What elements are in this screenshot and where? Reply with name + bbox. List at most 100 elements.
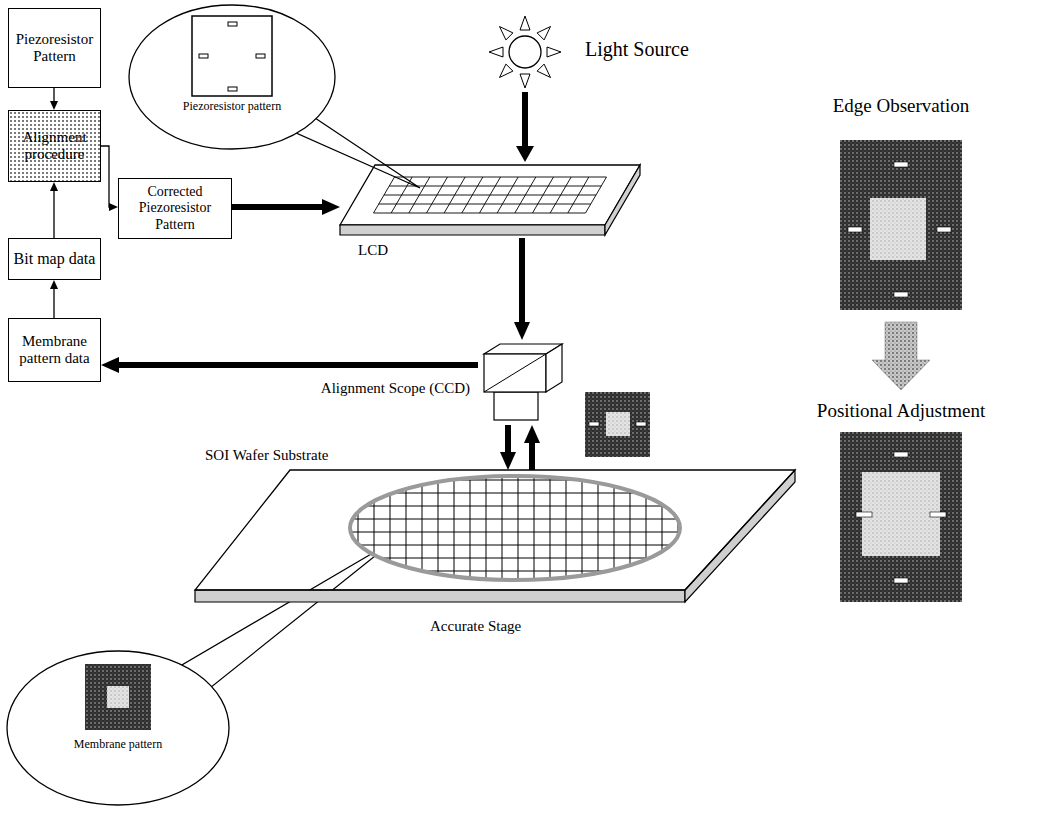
process-box: Piezoresistor Pattern bbox=[8, 8, 101, 88]
light-ray bbox=[489, 47, 503, 57]
part-label: Accurate Stage bbox=[430, 618, 521, 635]
mask-frame bbox=[192, 16, 272, 96]
die-grid-line bbox=[438, 470, 439, 590]
callout-outline bbox=[129, 5, 335, 149]
die-grid-line bbox=[454, 470, 455, 590]
stage-side bbox=[685, 470, 795, 602]
resistor-mark bbox=[256, 54, 265, 58]
observed-image bbox=[840, 140, 962, 310]
lcd-outline bbox=[340, 162, 640, 238]
scope-outline bbox=[478, 340, 568, 425]
die-grid-line bbox=[345, 571, 685, 572]
die-grid-line bbox=[345, 545, 685, 546]
process-arrow bbox=[101, 146, 111, 207]
scope-side bbox=[546, 344, 562, 392]
resistor-mark bbox=[228, 22, 237, 26]
scope-tube bbox=[494, 392, 538, 420]
resistor-mark bbox=[636, 422, 646, 426]
wafer-rim bbox=[350, 476, 680, 580]
resistor-mark bbox=[894, 452, 908, 457]
box-text: Alignment procedure bbox=[12, 129, 97, 164]
part-label: SOI Wafer Substrate bbox=[205, 447, 329, 464]
light-ray bbox=[500, 27, 513, 40]
scope-mirror bbox=[484, 354, 546, 392]
part-label: LCD bbox=[358, 242, 388, 259]
membrane-area bbox=[870, 198, 926, 260]
die-grid-line bbox=[550, 470, 551, 590]
observed-image bbox=[585, 392, 650, 457]
process-arrow bbox=[53, 88, 54, 103]
resistor-mark bbox=[848, 227, 862, 232]
die-grid-line bbox=[502, 470, 503, 590]
box-text: Corrected Piezoresistor Pattern bbox=[122, 184, 228, 232]
die-grid-line bbox=[646, 470, 647, 590]
resistor-mark bbox=[930, 512, 946, 517]
die-grid-line bbox=[534, 470, 535, 590]
resistor-mark bbox=[589, 422, 599, 426]
heading-label: Edge Observation bbox=[833, 95, 970, 117]
process-arrow bbox=[53, 189, 54, 238]
pixel-grid bbox=[384, 195, 596, 196]
membrane-chip bbox=[85, 664, 151, 730]
stage-top bbox=[195, 470, 795, 590]
light-ray bbox=[520, 74, 530, 88]
callout-tail bbox=[170, 540, 395, 700]
lcd-edge bbox=[340, 225, 605, 235]
light-ray bbox=[537, 27, 550, 40]
box-text: Piezoresistor Pattern bbox=[12, 31, 97, 66]
resistor-mark bbox=[937, 227, 951, 232]
light-beam-arrowhead bbox=[516, 146, 534, 162]
process-box: Corrected Piezoresistor Pattern bbox=[118, 178, 232, 239]
die-grid-line bbox=[662, 470, 663, 590]
die-grid-line bbox=[390, 470, 391, 590]
lcd-face bbox=[340, 165, 640, 225]
die-grid-line bbox=[345, 532, 685, 533]
flow-arrow bbox=[505, 425, 511, 456]
wafer-stage: SOI Wafer SubstrateAccurate Stage bbox=[195, 470, 795, 605]
flow-arrow bbox=[115, 362, 478, 368]
lcd-edge bbox=[605, 165, 640, 235]
resistor-mark bbox=[894, 292, 908, 297]
flow-arrow bbox=[232, 204, 326, 210]
part-label: Membrane pattern bbox=[74, 738, 162, 752]
light-ray bbox=[547, 47, 561, 57]
flow-arrow bbox=[529, 439, 535, 470]
pixel-grid bbox=[389, 186, 601, 187]
heading-label: Positional Adjustment bbox=[817, 400, 985, 422]
resistor-mark bbox=[228, 87, 237, 91]
membrane-area bbox=[606, 412, 630, 436]
die-grid-line bbox=[518, 470, 519, 590]
membrane-area bbox=[862, 472, 940, 556]
process-arrow bbox=[53, 287, 54, 318]
die-grid-line bbox=[358, 470, 359, 590]
die-grid-line bbox=[630, 470, 631, 590]
callout-bubble: Piezoresistor pattern bbox=[128, 4, 336, 150]
die-grid-line bbox=[345, 480, 685, 481]
box-text: Bit map data bbox=[14, 250, 96, 268]
flow-arrow bbox=[519, 238, 525, 326]
process-arrow bbox=[872, 322, 930, 390]
die-grid-line bbox=[345, 519, 685, 520]
pixel-grid bbox=[379, 204, 591, 205]
light-ray bbox=[520, 16, 530, 30]
pixel-grid bbox=[395, 177, 607, 178]
die-grid-line bbox=[582, 470, 583, 590]
light-beam-arrow bbox=[522, 92, 528, 147]
die-grid-line bbox=[470, 470, 471, 590]
bubble1-outline bbox=[128, 4, 336, 150]
callout-outline bbox=[7, 651, 229, 805]
resistor-mark bbox=[199, 54, 208, 58]
data-box: Membrane pattern data bbox=[8, 318, 101, 382]
resistor-mark bbox=[856, 512, 872, 517]
light-source bbox=[509, 36, 541, 68]
membrane-area bbox=[107, 686, 129, 708]
part-label: Piezoresistor pattern bbox=[183, 100, 281, 114]
alignment-scope: Alignment Scope (CCD) bbox=[478, 340, 568, 425]
die-grid-line bbox=[374, 470, 375, 590]
die-grid-line bbox=[345, 558, 685, 559]
stage-side bbox=[195, 590, 685, 602]
light-ray bbox=[537, 64, 550, 77]
bubble2-outline bbox=[6, 650, 230, 806]
heading-label: Light Source bbox=[585, 38, 689, 61]
